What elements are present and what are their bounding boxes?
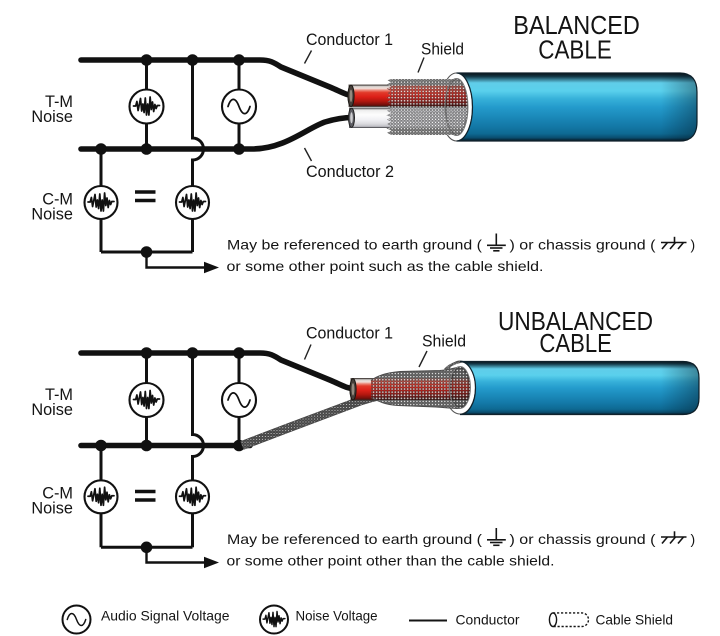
svg-text:Cable Shield: Cable Shield bbox=[596, 612, 674, 628]
svg-text:May be referenced to earth gro: May be referenced to earth ground ( bbox=[227, 531, 482, 547]
svg-text:Conductor 2: Conductor 2 bbox=[306, 163, 394, 181]
svg-text:): ) bbox=[691, 237, 696, 253]
svg-text:UNBALANCED: UNBALANCED bbox=[498, 308, 653, 336]
svg-text:or some other point such as th: or some other point such as the cable sh… bbox=[227, 258, 544, 274]
svg-text:Audio Signal Voltage: Audio Signal Voltage bbox=[101, 608, 230, 624]
svg-text:CABLE: CABLE bbox=[538, 36, 612, 64]
svg-text:Noise: Noise bbox=[31, 401, 73, 419]
svg-text:May be referenced to earth gro: May be referenced to earth ground ( bbox=[227, 237, 482, 253]
svg-text:CABLE: CABLE bbox=[539, 330, 612, 358]
svg-text:Noise: Noise bbox=[31, 500, 73, 518]
svg-text:Conductor: Conductor bbox=[456, 612, 520, 628]
svg-text:) or chassis ground (: ) or chassis ground ( bbox=[510, 237, 656, 253]
svg-text:Shield: Shield bbox=[422, 333, 466, 351]
svg-text:Noise: Noise bbox=[31, 108, 73, 126]
svg-text:T-M: T-M bbox=[45, 386, 73, 404]
svg-text:C-M: C-M bbox=[42, 485, 73, 503]
svg-text:) or chassis ground (: ) or chassis ground ( bbox=[510, 531, 656, 547]
svg-text:Noise Voltage: Noise Voltage bbox=[296, 608, 378, 624]
svg-text:or some other point other than: or some other point other than the cable… bbox=[227, 553, 555, 569]
svg-text:Conductor 1: Conductor 1 bbox=[306, 325, 393, 343]
svg-text:BALANCED: BALANCED bbox=[513, 12, 640, 40]
svg-text:Noise: Noise bbox=[31, 206, 73, 224]
svg-text:Shield: Shield bbox=[421, 41, 464, 59]
svg-text:): ) bbox=[691, 531, 696, 547]
svg-text:C-M: C-M bbox=[42, 191, 73, 209]
svg-text:T-M: T-M bbox=[45, 93, 73, 111]
svg-text:Conductor 1: Conductor 1 bbox=[306, 31, 393, 49]
